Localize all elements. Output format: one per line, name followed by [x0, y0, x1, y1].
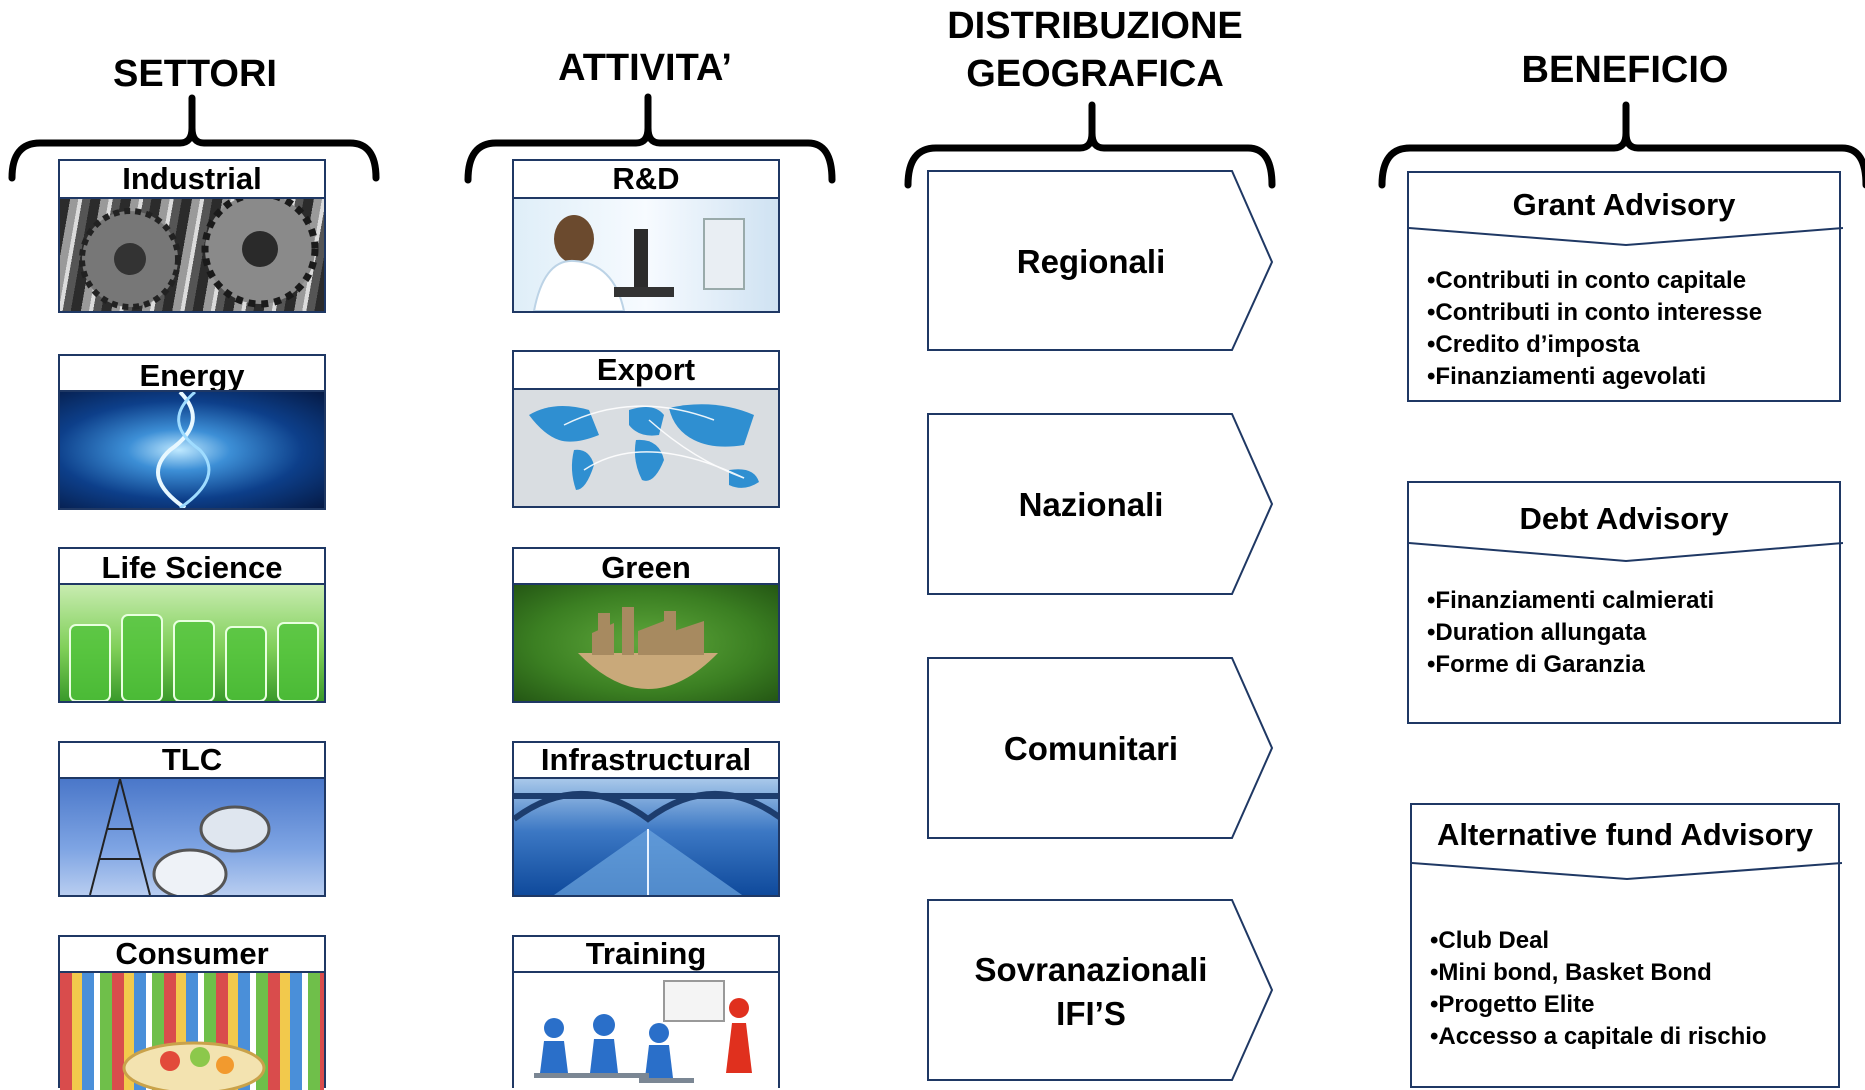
card-label: R&D	[514, 161, 778, 199]
card-export: Export	[512, 350, 780, 508]
list-item: Finanziamenti agevolati	[1427, 361, 1762, 393]
label-nazionali: Nazionali	[1018, 486, 1164, 523]
box-title: Grant Advisory	[1512, 187, 1736, 222]
header-attivita: ATTIVITA’	[558, 47, 732, 89]
benefit-list: Finanziamenti calmierati Duration allung…	[1409, 585, 1714, 681]
card-label: Energy	[60, 356, 324, 392]
card-training: Training	[512, 935, 780, 1090]
header-distribuzione-line2: GEOGRAFICA	[966, 53, 1224, 95]
globe-icon	[529, 404, 759, 490]
box-title: Alternative fund Advisory	[1436, 817, 1814, 852]
scientist-microscope-image	[514, 199, 778, 311]
list-item: Club Deal	[1430, 925, 1767, 957]
card-label: Industrial	[60, 161, 324, 199]
arrow-regionali	[927, 170, 1274, 351]
box-title: Debt Advisory	[1519, 501, 1729, 536]
arrow-sovranazionali	[927, 899, 1274, 1081]
label-comunitari: Comunitari	[1003, 730, 1179, 767]
antenna-image	[60, 779, 324, 895]
card-label: Infrastructural	[514, 743, 778, 779]
list-item: Progetto Elite	[1430, 989, 1767, 1021]
box-header-divider	[1412, 862, 1842, 881]
microscope-icon	[532, 215, 745, 311]
card-label: Life Science	[60, 549, 324, 585]
card-industrial: Industrial	[58, 159, 326, 313]
cart-icon	[122, 1041, 266, 1090]
card-tlc: TLC	[58, 741, 326, 897]
list-item: Finanziamenti calmierati	[1427, 585, 1714, 617]
gear-icon	[79, 199, 319, 310]
arrow-comunitari	[927, 657, 1274, 839]
label-regionali: Regionali	[1016, 243, 1166, 280]
benefit-list: Contributi in conto capitale Contributi …	[1409, 265, 1762, 393]
list-item: Credito d’imposta	[1427, 329, 1762, 361]
box-header-divider	[1409, 227, 1843, 247]
test-tube-icon	[69, 614, 319, 701]
arrow-nazionali	[927, 413, 1274, 595]
card-infrastructural: Infrastructural	[512, 741, 780, 897]
card-label: Export	[514, 352, 778, 390]
brace-settori	[8, 94, 380, 182]
label-sovranazionali-line2: IFI’S	[1056, 995, 1126, 1032]
list-item: Forme di Garanzia	[1427, 649, 1714, 681]
test-tubes-image	[60, 585, 324, 701]
factory-icon	[578, 607, 718, 689]
bridge-icon	[514, 791, 778, 895]
box-grant-advisory: Grant Advisory Contributi in conto capit…	[1407, 171, 1843, 402]
header-settori: SETTORI	[113, 53, 277, 95]
card-consumer: Consumer	[58, 935, 326, 1090]
brace-beneficio	[1378, 101, 1865, 189]
satellite-dish-icon	[89, 779, 271, 895]
list-item: Duration allungata	[1427, 617, 1714, 649]
box-header-divider	[1409, 542, 1843, 563]
label-sovranazionali: Sovranazionali IFI’S	[926, 948, 1256, 1036]
card-label: Green	[514, 549, 778, 585]
card-green: Green	[512, 547, 780, 703]
industrial-gears-image	[60, 199, 324, 311]
bridge-image	[514, 779, 778, 895]
card-label: Consumer	[60, 937, 324, 973]
header-distribuzione: DISTRIBUZIONE GEOGRAFICA	[900, 2, 1290, 98]
brace-attivita	[464, 93, 836, 184]
card-energy: Energy	[58, 354, 326, 510]
list-item: Contributi in conto interesse	[1427, 297, 1762, 329]
list-item: Contributi in conto capitale	[1427, 265, 1762, 297]
list-item: Accesso a capitale di rischio	[1430, 1021, 1766, 1053]
card-life-science: Life Science	[58, 547, 326, 703]
green-factory-image	[514, 585, 778, 701]
list-item: Mini bond, Basket Bond	[1430, 957, 1767, 989]
classroom-icon	[534, 980, 752, 1083]
lightning-icon	[156, 392, 211, 508]
card-rnd: R&D	[512, 159, 780, 313]
world-map-image	[514, 390, 778, 506]
benefit-list: Club Deal Mini bond, Basket Bond Progett…	[1412, 925, 1767, 1053]
header-beneficio: BENEFICIO	[1521, 49, 1729, 91]
shopping-cart-image	[60, 973, 324, 1090]
energy-image	[60, 392, 324, 508]
label-sovranazionali-line1: Sovranazionali	[974, 951, 1208, 988]
brace-distribuzione	[904, 101, 1276, 189]
training-image	[514, 973, 778, 1090]
card-label: TLC	[60, 743, 324, 779]
box-alternative-fund-advisory: Alternative fund Advisory Club Deal Mini…	[1410, 803, 1842, 1088]
box-debt-advisory: Debt Advisory Finanziamenti calmierati D…	[1407, 481, 1843, 724]
header-distribuzione-line1: DISTRIBUZIONE	[947, 5, 1243, 47]
card-label: Training	[514, 937, 778, 973]
